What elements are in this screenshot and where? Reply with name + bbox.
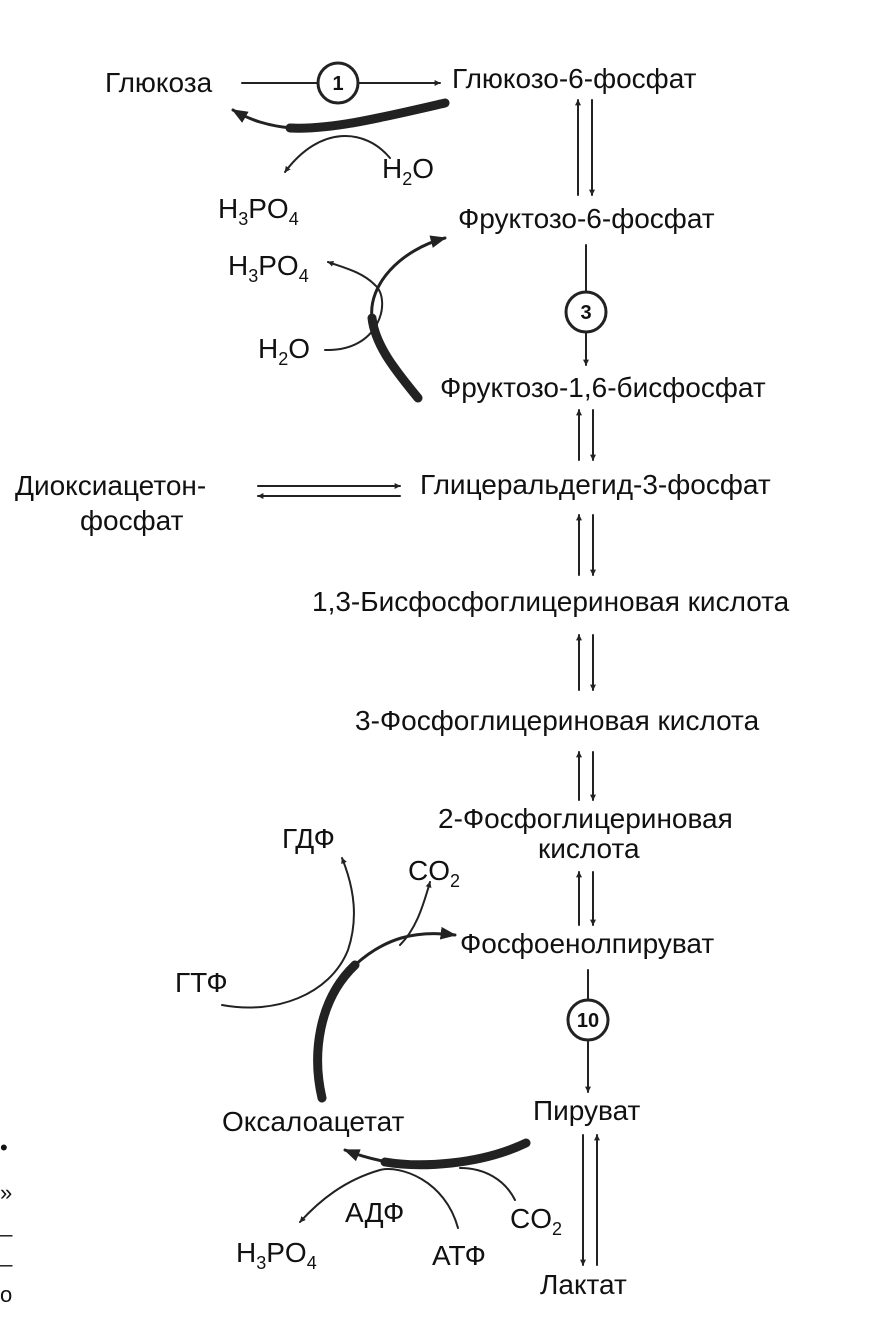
enzyme-10-circle	[566, 998, 610, 1042]
edge-mark-4: _	[0, 1242, 13, 1267]
edge-mark-2: »	[0, 1180, 12, 1205]
gtp-to-gdp-arc	[221, 857, 355, 1009]
h3po4-label-2: H3PO4	[228, 250, 309, 286]
phosphoenolpyruvate-label: Фосфоенолпируват	[460, 928, 714, 959]
edge-mark-3: _	[0, 1212, 13, 1237]
co2-label-2: CO2	[510, 1203, 562, 1239]
2-phosphoglycerate-label-line1: 2-Фосфоглицериновая	[438, 803, 733, 834]
co2-release-arc	[399, 881, 432, 946]
3-phosphoglycerate-label: 3-Фосфоглицериновая кислота	[355, 705, 760, 736]
pyruvate-carboxylase-to-oaa-arrow	[343, 1148, 389, 1164]
gdp-label: ГДФ	[282, 823, 335, 854]
2-phosphoglycerate-label-line2: кислота	[538, 833, 640, 864]
edge-mark-1: •	[0, 1135, 8, 1160]
h3po4-label-3: H3PO4	[236, 1237, 317, 1273]
glucose-6-phosphate-label: Глюкозо-6-фосфат	[452, 63, 697, 94]
pyruvate-label: Пируват	[533, 1095, 641, 1126]
glucose-label: Глюкоза	[105, 67, 213, 98]
atp-to-adp-phosphate-arc	[299, 1168, 459, 1229]
g6pase-heavy-arc	[285, 98, 450, 133]
1-3-bisphosphoglycerate-label: 1,3-Бисфосфоглицериновая кислота	[312, 586, 790, 617]
g6pase-phosphate-release	[284, 135, 391, 173]
pyruvate-carboxylase-heavy-arc	[380, 1138, 531, 1170]
dhap-label-line1: Диоксиацетон-	[15, 470, 206, 501]
g6pase-to-glucose-arrow	[231, 108, 294, 130]
enzyme-3-circle	[564, 290, 608, 334]
atp-label: АТФ	[432, 1240, 486, 1271]
lactate-label: Лактат	[540, 1269, 627, 1300]
dhap-label-line2: фосфат	[80, 505, 184, 536]
glyceraldehyde-3-phosphate-label: Глицеральдегид-3-фосфат	[420, 469, 771, 500]
fbpase-heavy-arc	[367, 313, 423, 403]
fructose-6-phosphate-label: Фруктозо-6-фосфат	[458, 203, 715, 234]
h2o-label-2: H2O	[258, 333, 310, 369]
adp-label: АДФ	[345, 1197, 404, 1228]
enzyme-10-number: 10	[577, 1010, 599, 1032]
co2-uptake-arc	[459, 1167, 516, 1201]
pepck-to-pep-arrow	[353, 926, 457, 967]
gtp-label: ГТФ	[175, 967, 228, 998]
fructose-1-6-bisphosphate-label: Фруктозо-1,6-бисфосфат	[440, 372, 766, 403]
h2o-label-1: H2O	[382, 153, 434, 189]
pepck-heavy-arc	[313, 960, 360, 1103]
co2-label-1: CO2	[408, 855, 460, 891]
h3po4-label-1: H3PO4	[218, 193, 299, 229]
enzyme-3-number: 3	[580, 302, 591, 324]
oxaloacetate-label: Оксалоацетат	[222, 1106, 405, 1137]
edge-mark-5: o	[0, 1282, 12, 1307]
fbpase-phosphate-release	[324, 260, 384, 352]
enzyme-1-circle	[316, 61, 360, 105]
enzyme-1-number: 1	[332, 73, 343, 95]
fbpase-to-f6p-arrow	[370, 235, 447, 320]
